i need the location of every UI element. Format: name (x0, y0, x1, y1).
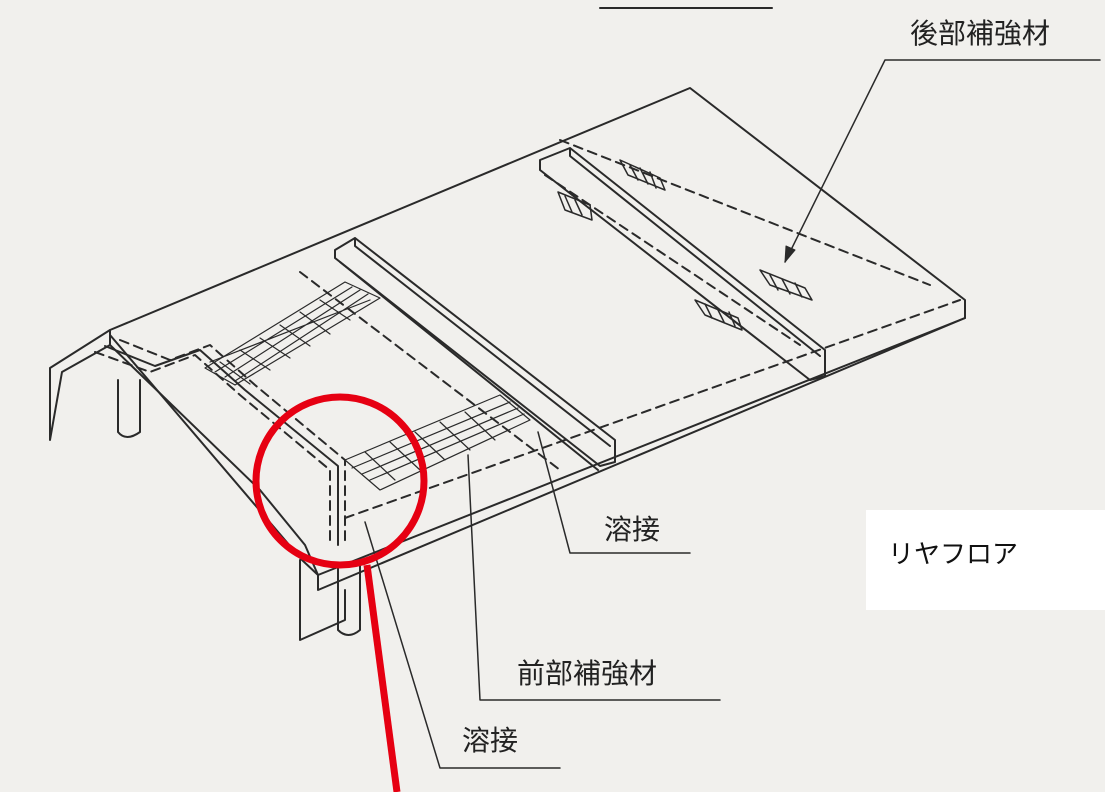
front-member-solid (104, 345, 339, 546)
label-rear-reinforcement: 後部補強材 (910, 17, 1051, 50)
label-front-reinforcement: 前部補強材 (517, 657, 658, 690)
rear-floor-label-box (866, 510, 1105, 610)
left-pillar-2 (337, 565, 361, 636)
front-member-dashed-2 (119, 339, 346, 546)
highlight-pointer-line (363, 564, 401, 792)
leader-weld-lower (364, 521, 561, 769)
label-rear-floor: リヤフロア (888, 540, 1019, 570)
front-reinforcement-rail (334, 237, 616, 467)
panel-dashed-edge (344, 299, 961, 519)
front-reinforcement-rail-underside (339, 261, 599, 471)
leader-rear-arrowhead (784, 245, 796, 263)
leader-rear-reinforcement (784, 59, 1101, 263)
mount-block-4 (694, 299, 743, 331)
leader-front-reinforcement (467, 454, 721, 701)
hatch-panel-right (344, 394, 531, 491)
label-weld-upper: 溶接 (604, 513, 661, 546)
left-pillar-1 (117, 379, 141, 438)
hatch-panel-left (204, 281, 381, 386)
highlight-circle (252, 393, 428, 569)
front-reinforcement-dashed (299, 271, 561, 471)
leader-weld-upper (537, 431, 691, 554)
floor-panel-outline (109, 87, 966, 576)
label-weld-lower: 溶接 (462, 724, 519, 757)
mount-block-2 (557, 191, 593, 221)
mount-block-1 (619, 159, 666, 191)
left-flange-lower (299, 559, 346, 641)
mount-block-3 (759, 269, 813, 301)
rear-reinforcement-rail (539, 147, 826, 381)
floor-panel-front-face (317, 317, 966, 591)
